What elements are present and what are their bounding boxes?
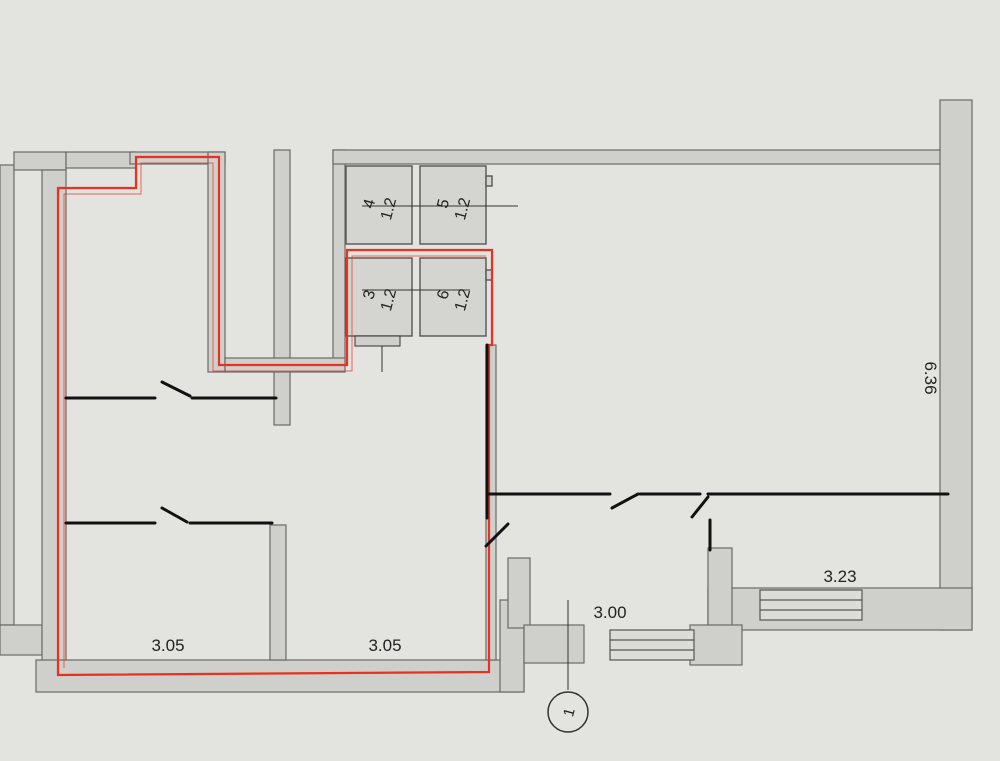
- dim-entrance: 3.00: [593, 603, 626, 622]
- cell-4: [345, 165, 413, 245]
- highlight-outline: [56, 155, 494, 677]
- cell-6: [419, 257, 487, 337]
- svg-text:3: 3: [360, 288, 379, 301]
- svg-text:1.2: 1.2: [378, 287, 400, 313]
- dim-right-room-width: 3.23: [823, 567, 856, 586]
- svg-text:1.2: 1.2: [452, 287, 474, 313]
- cell-label-6: 6 1.2: [434, 287, 474, 313]
- svg-text:5: 5: [434, 197, 453, 210]
- added-partitions: [64, 343, 950, 552]
- svg-text:1.2: 1.2: [452, 196, 474, 222]
- dim-middle-room: 3.05: [368, 636, 401, 655]
- dim-left-room: 3.05: [151, 636, 184, 655]
- cell-label-4: 4 1.2: [360, 196, 400, 222]
- entrance-steps: [609, 589, 863, 661]
- svg-text:1.2: 1.2: [378, 196, 400, 222]
- cell-label-5: 5 1.2: [434, 196, 474, 222]
- svg-text:4: 4: [360, 197, 379, 210]
- walls: [0, 99, 973, 693]
- cell-label-3: 3 1.2: [360, 287, 400, 313]
- svg-text:6: 6: [434, 288, 453, 301]
- cell-3: [345, 257, 413, 337]
- cell-5: [419, 165, 487, 245]
- dim-right-room-depth: 6.36: [921, 361, 940, 394]
- storage-cells: [345, 165, 493, 337]
